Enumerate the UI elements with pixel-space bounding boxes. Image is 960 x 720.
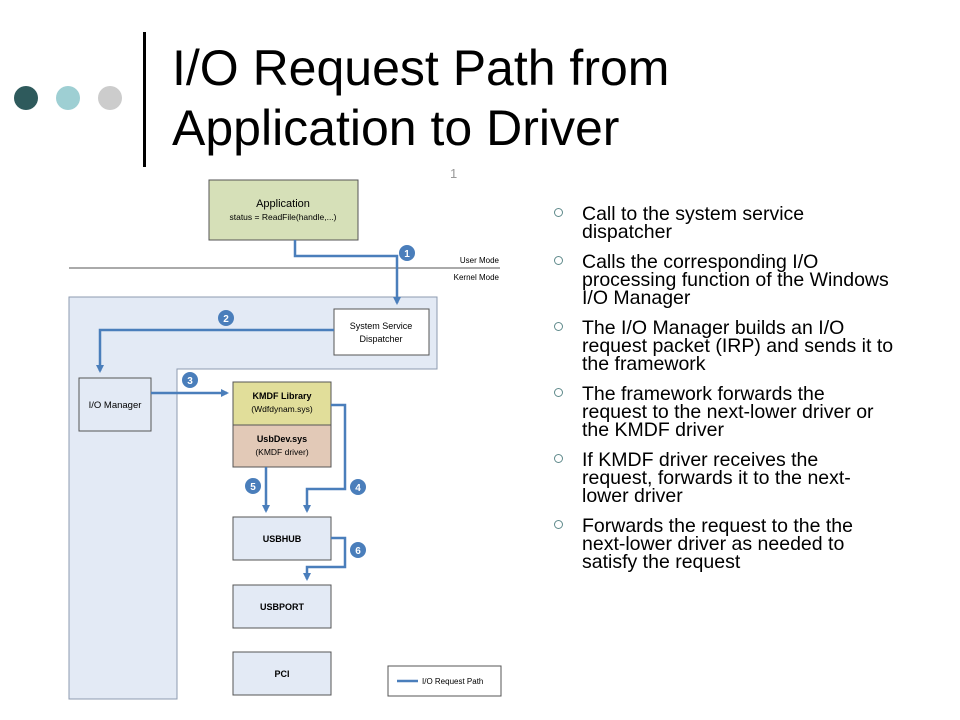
bullet-ring-icon bbox=[554, 322, 563, 331]
step-badge-5: 5 bbox=[245, 478, 261, 494]
arrow-step-1 bbox=[293, 240, 401, 305]
step-badge-3: 3 bbox=[182, 372, 198, 388]
bullet-text: If KMDF driver receives the request, for… bbox=[582, 449, 851, 507]
arrow-step-4 bbox=[303, 403, 347, 513]
kmdf-library-box bbox=[232, 381, 332, 426]
user-mode-label: User Mode bbox=[460, 256, 500, 265]
page-title: I/O Request Path from Application to Dri… bbox=[172, 38, 669, 158]
application-box bbox=[208, 179, 359, 241]
bullet-item: Forwards the request to the the next-low… bbox=[554, 515, 894, 573]
bullet-ring-icon bbox=[554, 256, 563, 265]
step-badge-6: 6 bbox=[350, 542, 366, 558]
pci-box bbox=[232, 651, 332, 696]
svg-text:3: 3 bbox=[187, 376, 193, 387]
bullet-text: Forwards the request to the the next-low… bbox=[582, 515, 853, 573]
bullet-text: Call to the system service dispatcher bbox=[582, 203, 805, 243]
arrow-step-6 bbox=[303, 536, 347, 581]
dispatcher-label-2: Dispatcher bbox=[359, 334, 402, 344]
usbdev-box bbox=[232, 424, 332, 468]
title-line-2: Application to Driver bbox=[172, 100, 620, 156]
title-line-1: I/O Request Path from bbox=[172, 40, 670, 96]
usbhub-box bbox=[232, 516, 332, 561]
kernel-region bbox=[68, 296, 438, 700]
bullet-ring-icon bbox=[554, 388, 563, 397]
usbport-box bbox=[232, 584, 332, 629]
dot-dark bbox=[14, 86, 38, 110]
arrow-step-2 bbox=[96, 328, 334, 373]
svg-text:5: 5 bbox=[250, 482, 256, 493]
bullet-text: Calls the corresponding I/O processing f… bbox=[582, 251, 889, 309]
kernel-mode-label: Kernel Mode bbox=[454, 273, 500, 282]
svg-text:4: 4 bbox=[355, 483, 361, 494]
usbdev-label-2: (KMDF driver) bbox=[255, 447, 309, 457]
dispatcher-box bbox=[333, 308, 430, 356]
application-sublabel: status = ReadFile(handle,...) bbox=[229, 212, 336, 222]
kmdf-library-label-2: (Wdfdynam.sys) bbox=[251, 404, 313, 414]
title-divider bbox=[143, 32, 146, 167]
slide-number: 1 bbox=[450, 166, 458, 181]
bullet-text: The I/O Manager builds an I/O request pa… bbox=[582, 317, 894, 375]
legend-label: I/O Request Path bbox=[422, 677, 483, 686]
bullet-item: The framework forwards the request to th… bbox=[554, 383, 894, 441]
step-badge-4: 4 bbox=[350, 479, 366, 495]
step-badge-2: 2 bbox=[218, 310, 234, 326]
pci-label: PCI bbox=[274, 669, 289, 679]
dot-teal bbox=[56, 86, 80, 110]
step-badge-1: 1 bbox=[399, 245, 415, 261]
bullet-ring-icon bbox=[554, 454, 563, 463]
io-manager-label: I/O Manager bbox=[89, 400, 142, 411]
dispatcher-label-1: System Service bbox=[350, 321, 413, 331]
usbport-label: USBPORT bbox=[260, 602, 305, 612]
svg-text:6: 6 bbox=[355, 546, 361, 557]
application-label: Application bbox=[256, 198, 310, 210]
bullet-ring-icon bbox=[554, 208, 563, 217]
bullet-item: Calls the corresponding I/O processing f… bbox=[554, 251, 894, 309]
bullet-item: The I/O Manager builds an I/O request pa… bbox=[554, 317, 894, 375]
io-manager-box bbox=[78, 377, 152, 432]
svg-text:2: 2 bbox=[223, 314, 229, 325]
bullet-list: Call to the system service dispatcher Ca… bbox=[554, 203, 894, 583]
bullet-item: If KMDF driver receives the request, for… bbox=[554, 449, 894, 507]
svg-text:1: 1 bbox=[404, 249, 410, 260]
kmdf-library-label-1: KMDF Library bbox=[252, 391, 311, 401]
usbhub-label: USBHUB bbox=[263, 534, 302, 544]
dot-gray bbox=[98, 86, 122, 110]
usbdev-label-1: UsbDev.sys bbox=[257, 434, 307, 444]
bullet-ring-icon bbox=[554, 520, 563, 529]
bullet-item: Call to the system service dispatcher bbox=[554, 203, 894, 243]
bullet-text: The framework forwards the request to th… bbox=[582, 383, 874, 441]
